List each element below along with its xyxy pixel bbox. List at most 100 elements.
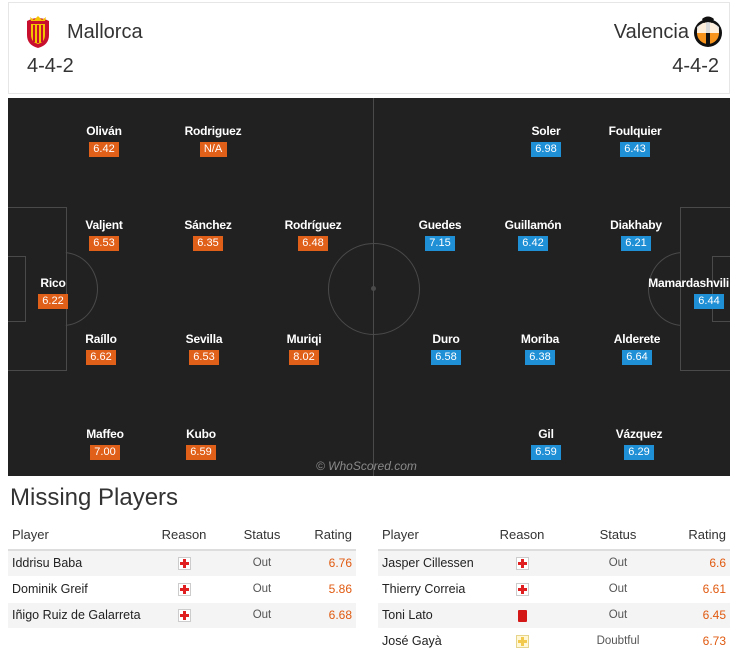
player-rating: 7.00 — [90, 445, 120, 460]
player-name: Muriqi — [286, 332, 322, 346]
table-row: José Gayà Doubtful 6.73 — [378, 628, 730, 655]
missing-rating: 6.6 — [682, 550, 730, 577]
player-home[interactable]: Raíllo 6.62 — [56, 332, 146, 365]
player-rating: 6.29 — [624, 445, 654, 460]
table-row: Iddrisu Baba Out 6.76 — [8, 550, 356, 577]
player-rating: 6.53 — [89, 236, 119, 251]
mallorca-crest-icon[interactable] — [24, 15, 52, 49]
player-name: Soler — [531, 124, 561, 138]
column-header-rating[interactable]: Rating — [682, 520, 730, 551]
player-rating: 6.21 — [621, 236, 651, 251]
player-name: Sevilla — [185, 332, 223, 346]
missing-status: Doubtful — [554, 628, 682, 655]
missing-player-name[interactable]: Toni Lato — [378, 602, 490, 629]
table-row: Thierry Correia Out 6.61 — [378, 576, 730, 603]
player-rating: 6.58 — [431, 350, 461, 365]
table-row: Toni Lato Out 6.45 — [378, 602, 730, 629]
player-away[interactable]: Gil 6.59 — [501, 427, 591, 460]
missing-players-title: Missing Players — [10, 484, 179, 511]
player-rating: 6.44 — [694, 294, 724, 309]
column-header-reason[interactable]: Reason — [490, 520, 554, 551]
player-rating: 6.43 — [620, 142, 650, 157]
player-away[interactable]: Guillamón 6.42 — [488, 218, 578, 251]
player-name: Raíllo — [85, 332, 117, 346]
table-row: Iñigo Ruiz de Galarreta Out 6.68 — [8, 602, 356, 629]
missing-player-name[interactable]: Jasper Cillessen — [378, 550, 490, 577]
away-formation: 4-4-2 — [672, 55, 719, 77]
missing-player-name[interactable]: Thierry Correia — [378, 576, 490, 603]
player-rating: 6.59 — [531, 445, 561, 460]
valencia-crest-icon[interactable] — [693, 15, 723, 49]
player-rating: 6.64 — [622, 350, 652, 365]
player-rating: 6.38 — [525, 350, 555, 365]
table-row: Jasper Cillessen Out 6.6 — [378, 550, 730, 577]
home-formation: 4-4-2 — [27, 55, 74, 77]
player-name: Guillamón — [504, 218, 562, 232]
missing-status: Out — [220, 576, 304, 603]
player-home[interactable]: Rodríguez 6.48 — [268, 218, 358, 251]
missing-rating: 6.68 — [304, 602, 356, 629]
column-header-rating[interactable]: Rating — [304, 520, 356, 551]
player-home[interactable]: Sánchez 6.35 — [163, 218, 253, 251]
player-rating: 6.62 — [86, 350, 116, 365]
red-card-icon — [517, 609, 527, 622]
column-header-status[interactable]: Status — [554, 520, 682, 551]
player-name: Vázquez — [615, 427, 663, 441]
player-home[interactable]: Muriqi 8.02 — [259, 332, 349, 365]
missing-player-name[interactable]: Iddrisu Baba — [8, 550, 148, 577]
player-rating: 6.42 — [518, 236, 548, 251]
player-name: Gil — [538, 427, 554, 441]
player-rating: 8.02 — [289, 350, 319, 365]
player-name: Duro — [432, 332, 460, 346]
missing-rating: 6.73 — [682, 628, 730, 655]
player-rating: 6.22 — [38, 294, 68, 309]
player-name: Maffeo — [86, 427, 124, 441]
player-name: Diakhaby — [610, 218, 662, 232]
away-team-name[interactable]: Valencia — [613, 21, 689, 43]
player-rating: N/A — [199, 142, 227, 157]
player-rating: 6.59 — [186, 445, 216, 460]
player-home[interactable]: Sevilla 6.53 — [159, 332, 249, 365]
away-missing-table: Player Reason Status Rating Jasper Cille… — [378, 520, 730, 655]
player-rating: 6.35 — [193, 236, 223, 251]
missing-player-name[interactable]: José Gayà — [378, 628, 490, 655]
player-rating: 6.48 — [298, 236, 328, 251]
missing-status: Out — [554, 576, 682, 603]
player-away[interactable]: Vázquez 6.29 — [594, 427, 684, 460]
player-name: Oliván — [86, 124, 122, 138]
right-six-yard-box — [712, 256, 730, 322]
player-away[interactable]: Mamardashvili 6.44 — [645, 276, 729, 309]
home-team-name[interactable]: Mallorca — [67, 21, 143, 43]
injury-icon — [515, 557, 529, 571]
home-missing-table: Player Reason Status Rating Iddrisu Baba… — [8, 520, 356, 629]
player-rating: 6.53 — [189, 350, 219, 365]
table-header-row: Player Reason Status Rating — [378, 520, 730, 551]
left-six-yard-box — [8, 256, 26, 322]
player-name: Rodríguez — [284, 218, 342, 232]
column-header-player[interactable]: Player — [8, 520, 148, 551]
player-away[interactable]: Diakhaby 6.21 — [591, 218, 681, 251]
missing-status: Out — [220, 550, 304, 577]
player-name: Mamardashvili — [648, 276, 729, 290]
column-header-status[interactable]: Status — [220, 520, 304, 551]
missing-player-name[interactable]: Dominik Greif — [8, 576, 148, 603]
column-header-player[interactable]: Player — [378, 520, 490, 551]
player-home[interactable]: Maffeo 7.00 — [60, 427, 150, 460]
player-name: Sánchez — [184, 218, 232, 232]
column-header-reason[interactable]: Reason — [148, 520, 220, 551]
missing-player-name[interactable]: Iñigo Ruiz de Galarreta — [8, 602, 148, 629]
missing-rating: 6.61 — [682, 576, 730, 603]
watermark: © WhoScored.com — [316, 459, 417, 473]
player-away[interactable]: Duro 6.58 — [401, 332, 491, 365]
